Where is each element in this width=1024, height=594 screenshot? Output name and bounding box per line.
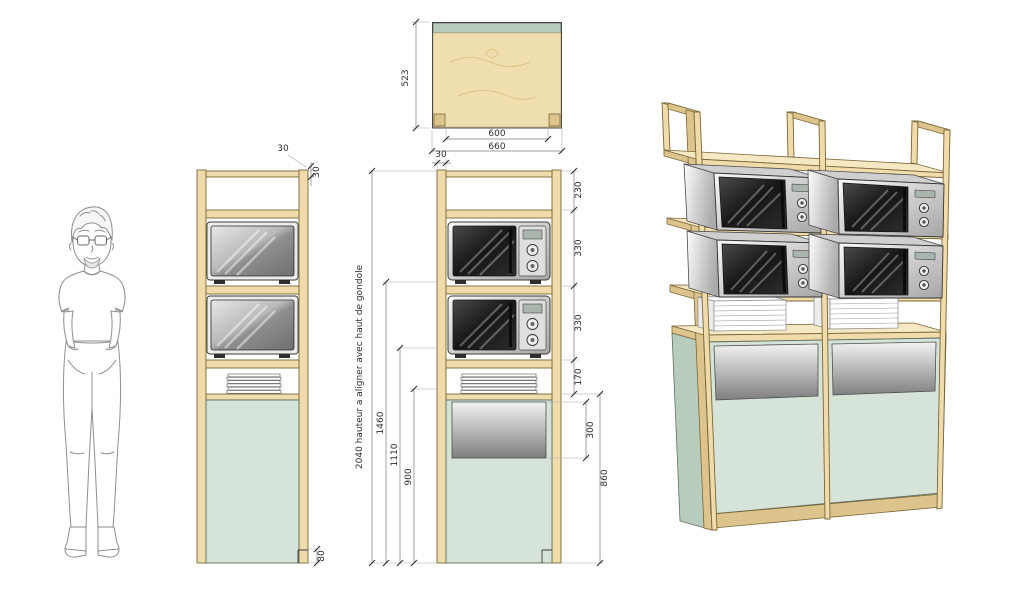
dim-total-2040-note: 2040 hauteur a aligner avec haut de gond… [355,264,365,469]
base-cabinet [205,399,300,564]
left-shoe [64,526,87,558]
post [436,169,447,564]
side-dimensions: 30 30 80 [277,144,327,567]
post [936,129,951,510]
dim-section-330b: 330 [574,314,584,331]
front-elevation: 230 330 330 170 300 860 30 2040 hauteur … [355,150,610,567]
glasses [72,235,112,246]
microwave [808,233,944,299]
dim-outer-660: 660 [488,142,505,152]
top-rail [445,170,553,178]
corner-post [548,113,561,127]
front-dimensions-right: 230 330 330 170 300 860 [548,167,610,567]
plate-stack [460,373,538,394]
dim-inner-600: 600 [488,129,505,139]
microwave [446,220,552,286]
pants [62,335,122,528]
goatee [83,257,101,269]
right-shoe [97,526,120,558]
microwave [205,294,300,360]
microwave [446,294,552,360]
microwave [807,169,945,238]
left-arm [63,310,76,349]
shelf [445,209,553,219]
counter-edge [445,393,553,401]
right-arm [108,310,121,349]
dim-post-30: 30 [435,150,447,160]
dim-base-860: 860 [600,469,610,486]
dim-section-230: 230 [574,181,584,198]
dim-section-170: 170 [574,368,584,385]
post [298,169,309,564]
top-frames [661,102,951,165]
microwave [686,230,823,298]
plywood-panel [432,32,562,128]
perspective-view [661,102,951,531]
dim-level-900: 900 [404,468,414,485]
plate-stack [697,295,787,332]
shelf [205,285,300,295]
dim-level-1110: 1110 [390,443,400,466]
dim-depth-523: 523 [401,69,411,86]
steel-panel [451,401,547,459]
front-dimensions-left: 30 2040 hauteur a aligner avec haut de g… [355,150,451,567]
steel-panel [831,341,937,396]
top-rail [205,170,300,178]
dim-panel-300: 300 [586,421,596,438]
shelf [445,285,553,295]
dim-post-30: 30 [312,166,322,178]
side-elevation: 30 30 80 [196,144,327,567]
microwave [205,220,300,286]
shelf [205,209,300,219]
post [196,169,207,564]
human-figure [58,206,126,558]
dim-section-330a: 330 [574,239,584,256]
steel-panel [713,343,819,401]
wood-grain [449,48,537,100]
plinth-notch [541,549,552,563]
plinth-notch [297,549,308,563]
post [551,169,562,564]
microwave [683,163,822,234]
counter-edge [205,393,300,401]
plan-view: 523 600 660 [401,18,566,155]
plate-stack [226,373,282,394]
panel-outline [432,22,562,129]
plan-dimensions: 523 600 660 [401,18,566,155]
corner-post [433,113,446,127]
dim-plinth-80: 80 [317,550,327,562]
shelf [445,359,553,369]
back-rail [432,22,562,34]
dim-level-1460: 1460 [376,411,386,434]
shelf [205,359,300,369]
dim-rail-30: 30 [277,144,289,154]
